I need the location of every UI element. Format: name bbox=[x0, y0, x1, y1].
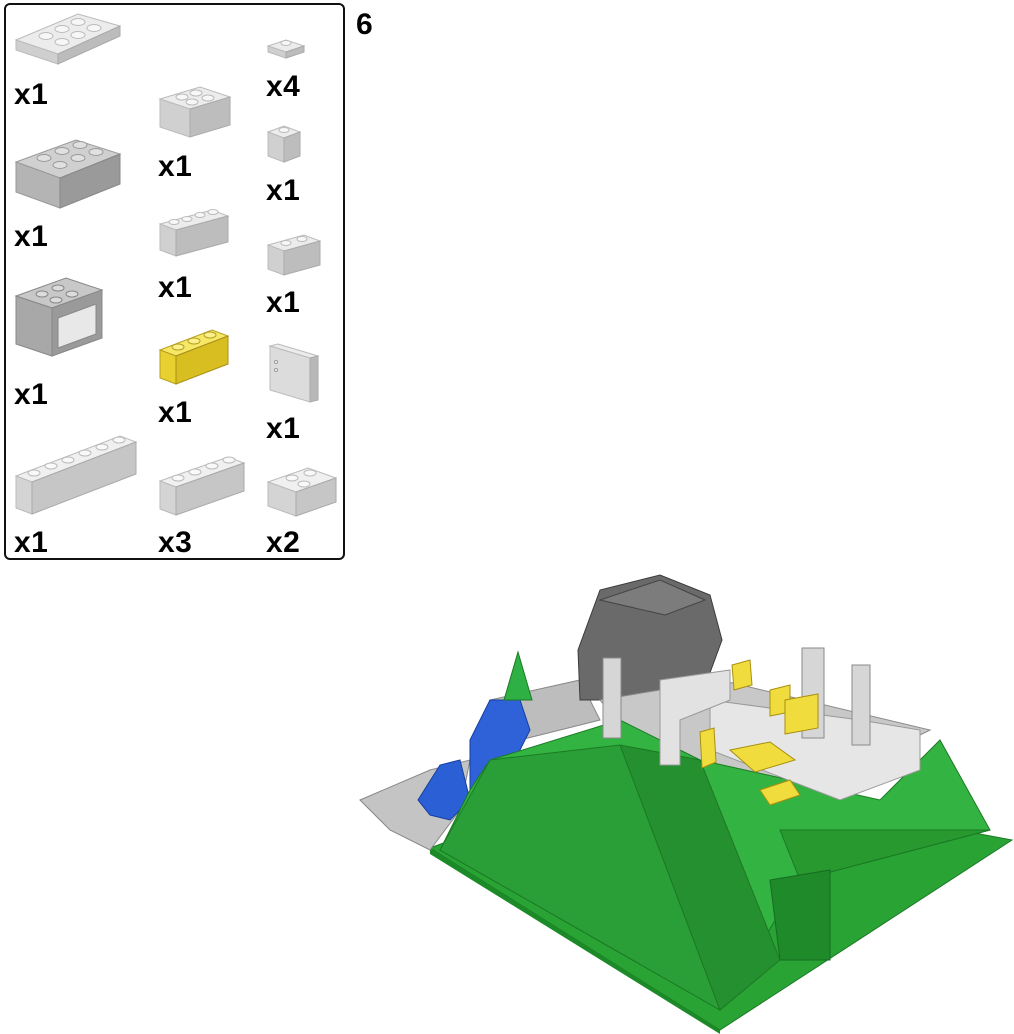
part-qty: x3 bbox=[158, 526, 193, 559]
part-qty: x1 bbox=[14, 78, 49, 111]
part-qty: x1 bbox=[266, 286, 301, 319]
part-qty: x1 bbox=[14, 526, 49, 559]
step-number: 6 bbox=[356, 8, 373, 41]
part-qty: x1 bbox=[266, 412, 301, 445]
part-qty: x1 bbox=[158, 271, 193, 304]
part-qty: x1 bbox=[158, 150, 193, 183]
part-qty: x4 bbox=[266, 70, 301, 103]
part-qty: x1 bbox=[266, 174, 301, 207]
part-qty: x2 bbox=[266, 526, 301, 559]
part-qty: x1 bbox=[14, 378, 49, 411]
part-qty: x1 bbox=[14, 220, 49, 253]
part-qty: x1 bbox=[158, 396, 193, 429]
